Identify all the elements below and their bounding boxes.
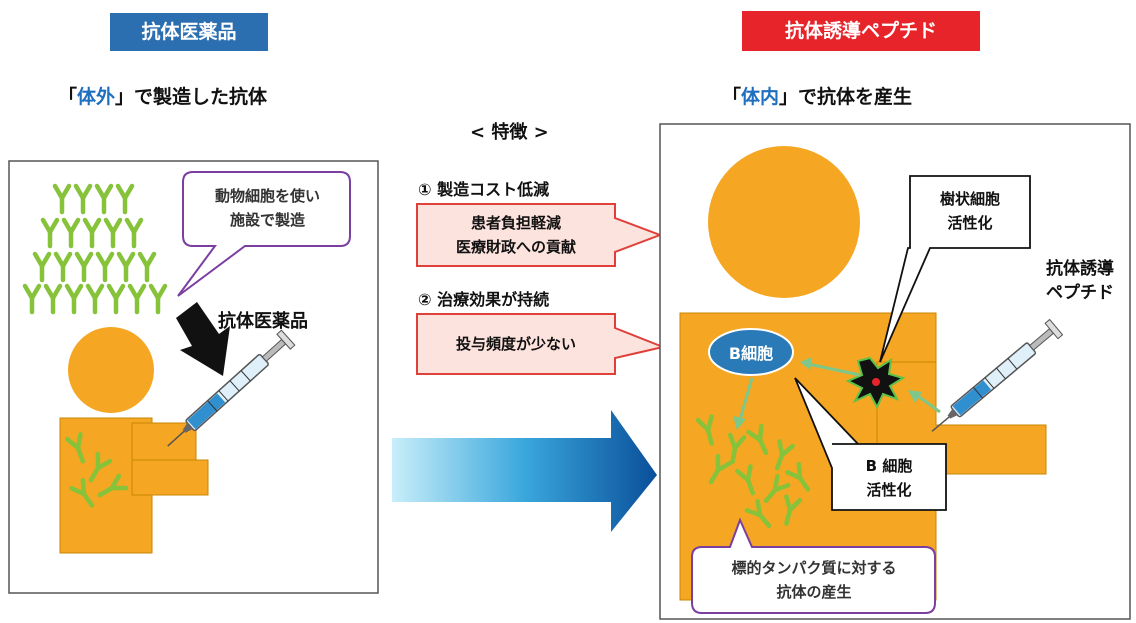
efficacy-callout <box>416 313 667 375</box>
bubble-line-1: 動物細胞を使い <box>214 187 320 205</box>
b-cell-callout-text: B 細胞 活性化 <box>832 454 946 502</box>
production-bubble <box>691 517 936 614</box>
b-cell <box>708 328 794 376</box>
b-cell-callout <box>794 377 947 511</box>
antibody-drug-label: 抗体医薬品 <box>218 311 308 332</box>
bubble-line-2: 施設で製造 <box>229 211 305 229</box>
manufacturing-bubble <box>177 171 351 297</box>
injection-arrow <box>176 302 230 376</box>
feature-efficacy: ② 治療効果が持続 <box>418 290 550 309</box>
production-bubble-text: 標的タンパク質に対する 抗体の産生 <box>694 556 934 604</box>
left-subtitle: 「体外」で製造した抗体 <box>58 82 267 109</box>
feature-cost: ① 製造コスト低減 <box>418 180 550 199</box>
left-subtitle-rest: 」で製造した抗体 <box>115 86 268 108</box>
right-subtitle-rest: 」で抗体を産生 <box>779 86 913 108</box>
b-cell-callout-line-2: 活性化 <box>866 481 912 499</box>
right-person-head <box>708 146 860 298</box>
right-subtitle-emphasis: 体内 <box>741 86 780 108</box>
left-subtitle-emphasis: 体外 <box>77 86 116 108</box>
b-cell-callout-line-1: B 細胞 <box>865 457 913 475</box>
cost-callout-text: 患者負担軽減 医療財政への貢献 <box>418 211 614 259</box>
activation-arrows <box>733 357 941 430</box>
manufacturing-bubble-text: 動物細胞を使い 施設で製造 <box>185 184 350 232</box>
left-person-head <box>68 327 154 413</box>
peptide-line-1: 抗体誘導 <box>1046 259 1114 279</box>
transition-arrow <box>392 410 657 532</box>
production-line-1: 標的タンパク質に対する <box>731 559 897 577</box>
features-title: < 特徴 > <box>470 122 549 143</box>
antibody-drug-tag: 抗体医薬品 <box>110 13 268 51</box>
antibody-inducing-peptide-tag: 抗体誘導ペプチド <box>742 11 980 51</box>
right-subtitle: 「体内」で抗体を産生 <box>722 82 912 109</box>
cost-line-2: 医療財政への貢献 <box>455 238 576 256</box>
production-line-2: 抗体の産生 <box>776 583 852 601</box>
right-subtitle-open: 「 <box>722 86 742 108</box>
efficacy-callout-text: 投与頻度が少ない <box>455 335 576 353</box>
dendritic-callout-text: 樹状細胞 活性化 <box>910 187 1030 235</box>
peptide-line-2: ペプチド <box>1046 283 1114 303</box>
cost-callout <box>416 203 663 267</box>
dendritic-line-1: 樹状細胞 <box>939 190 1000 208</box>
peptide-label: 抗体誘導 ペプチド <box>1030 257 1130 305</box>
dendritic-line-2: 活性化 <box>947 214 993 232</box>
left-person-hand <box>131 459 209 496</box>
dendritic-callout <box>879 175 1031 363</box>
left-subtitle-open: 「 <box>58 86 78 108</box>
b-cell-label: B細胞 <box>728 344 774 363</box>
cost-line-1: 患者負担軽減 <box>470 214 561 232</box>
